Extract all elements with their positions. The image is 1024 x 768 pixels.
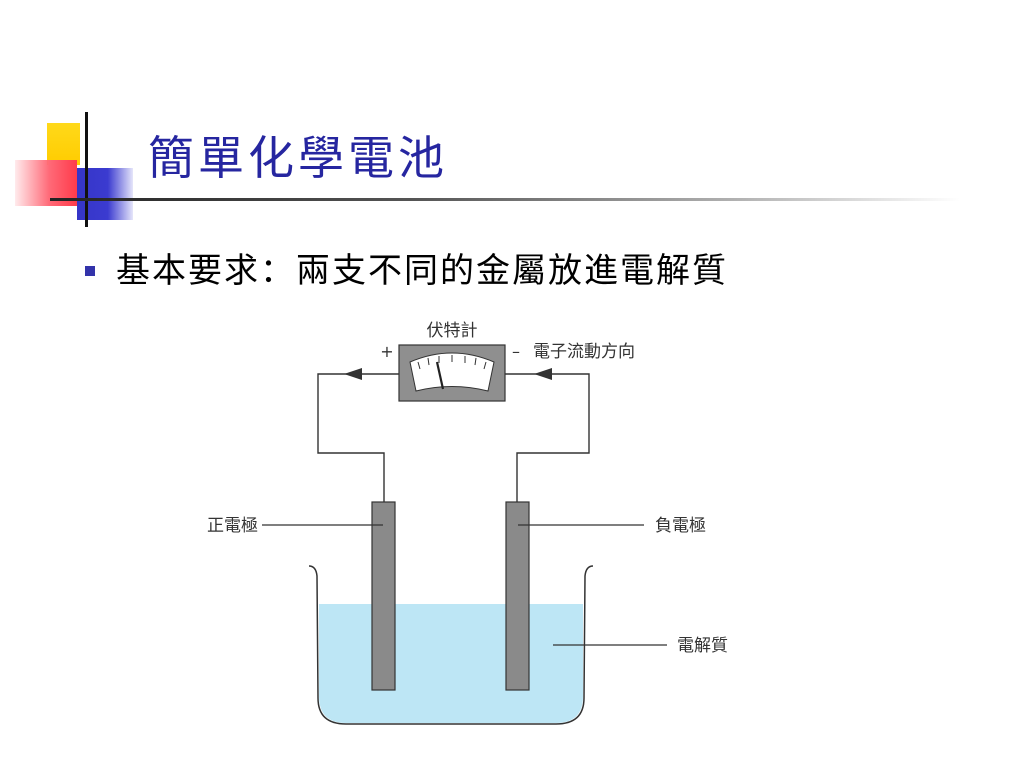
negative-electrode-label: 負電極 <box>655 516 706 536</box>
voltmeter <box>398 344 506 402</box>
title-underline <box>50 198 960 201</box>
arrow-left-icon-2 <box>534 368 552 380</box>
wire-left <box>317 373 399 502</box>
electrolyte-label: 電解質 <box>677 636 728 656</box>
voltmeter-needle <box>435 361 445 390</box>
plus-sign: + <box>380 342 393 361</box>
bullet-square-icon <box>85 266 95 276</box>
slide-title: 簡單化學電池 <box>148 131 448 185</box>
wire-right <box>505 373 590 502</box>
bullet-text: 基本要求：兩支不同的金屬放進電解質 <box>116 251 728 291</box>
positive-electrode-label: 正電極 <box>207 516 258 536</box>
electrolyte-liquid <box>319 604 583 723</box>
minus-sign: – <box>512 342 520 361</box>
voltmeter-dial <box>409 352 495 392</box>
negative-electrode <box>505 501 530 691</box>
voltmeter-scale-ticks <box>417 355 487 370</box>
voltmeter-label: 伏特計 <box>427 321 478 341</box>
beaker <box>308 565 594 725</box>
positive-electrode <box>371 501 396 691</box>
decor-yellow-square <box>47 123 80 165</box>
electron-flow-label: 電子流動方向 <box>533 342 635 362</box>
arrow-left-icon <box>344 368 362 380</box>
decor-vertical-line <box>85 112 88 227</box>
